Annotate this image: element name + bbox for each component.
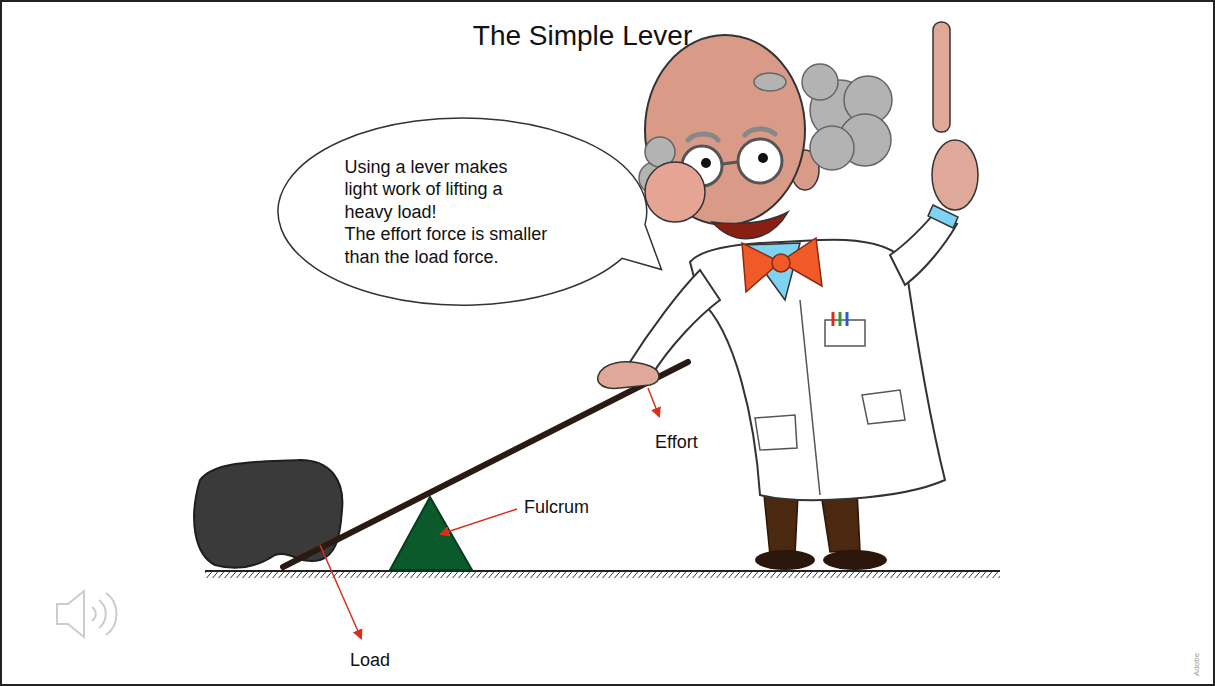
scientist-figure xyxy=(712,212,788,239)
scientist-figure xyxy=(932,140,978,210)
scientist-figure xyxy=(839,312,842,326)
rock-load xyxy=(194,460,342,568)
effort-label: Effort xyxy=(655,432,698,454)
leader-arrow xyxy=(320,388,659,638)
speech-bubble-shape xyxy=(278,118,662,305)
lever-bar xyxy=(283,362,688,567)
scientist-figure xyxy=(628,270,720,378)
scientist-figure xyxy=(598,362,659,388)
load-label: Load xyxy=(350,650,390,672)
leader-arrow xyxy=(320,545,361,638)
speaker-icon xyxy=(57,591,84,637)
scientist-figure xyxy=(825,320,865,346)
scientist-figure xyxy=(933,22,950,132)
scientist-figure xyxy=(800,300,820,495)
fulcrum-triangle xyxy=(390,497,472,570)
leader-arrow xyxy=(648,388,659,416)
ground xyxy=(205,570,1000,572)
ground xyxy=(205,571,1000,578)
scientist-figure xyxy=(755,415,797,450)
scientist-figure xyxy=(754,73,786,91)
ground xyxy=(205,572,1000,578)
scientist-figure xyxy=(755,550,815,570)
scientist-figure xyxy=(688,134,718,140)
speaker-icon xyxy=(106,593,117,635)
scientist-figure xyxy=(823,550,887,570)
diagram-title: The Simple Lever xyxy=(0,20,1165,52)
scientist-figure xyxy=(745,129,775,135)
speech-bubble-outline xyxy=(278,118,647,305)
lever-bar xyxy=(283,362,688,567)
speech-text: Using a lever makes light work of liftin… xyxy=(345,156,540,224)
scientist-figure xyxy=(722,162,738,164)
speech-text: The effort force is smaller than the loa… xyxy=(345,223,580,268)
speaker-icon xyxy=(92,607,96,621)
leader-arrow xyxy=(441,509,517,534)
speaker-icon xyxy=(99,600,106,628)
scientist-figure xyxy=(758,153,768,163)
fulcrum-triangle xyxy=(390,497,472,570)
speech-bubble: Using a lever makes light work of liftin… xyxy=(278,118,647,305)
scientist-figure xyxy=(645,162,705,222)
scientist-figure xyxy=(832,312,835,326)
speaker-icon xyxy=(57,591,117,637)
scientist-figure xyxy=(738,139,782,183)
scientist-figure xyxy=(598,22,978,570)
watermark: Adobe xyxy=(1192,653,1202,676)
scientist-figure xyxy=(802,64,838,100)
scientist-figure xyxy=(701,158,711,168)
rock-load xyxy=(194,460,342,568)
scientist-figure xyxy=(846,312,849,326)
scientist-figure xyxy=(772,254,790,272)
scientist-figure xyxy=(810,126,854,170)
speech-bubble-body: Using a lever makes light work of liftin… xyxy=(345,156,580,269)
fulcrum-label: Fulcrum xyxy=(524,497,589,519)
scientist-figure xyxy=(862,390,905,424)
scientist-figure xyxy=(645,35,805,225)
